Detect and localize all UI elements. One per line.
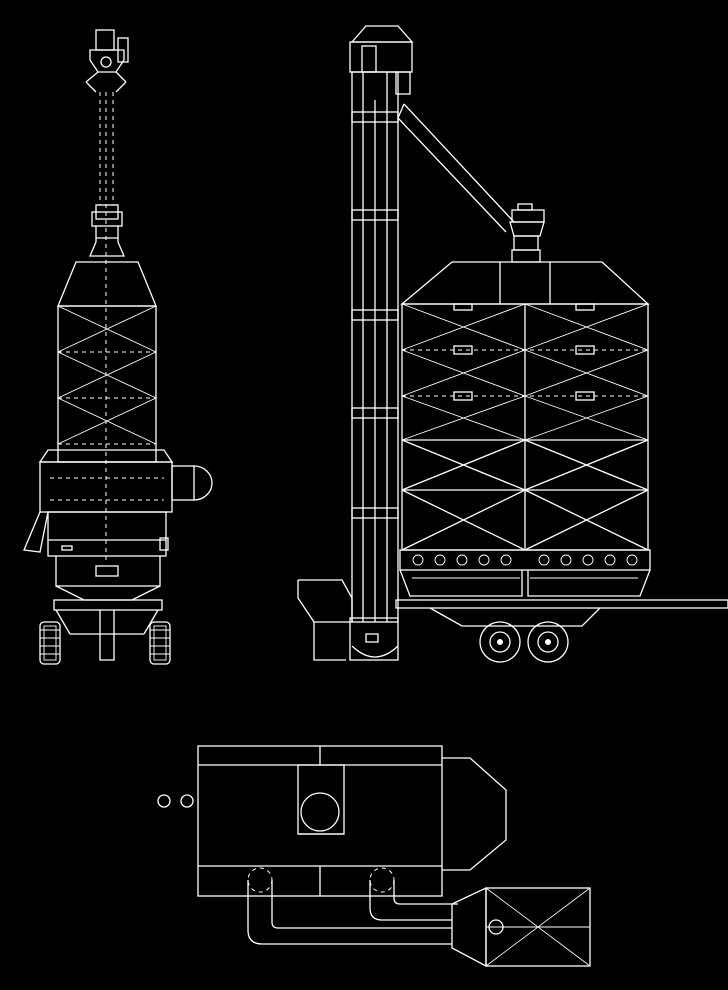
metering-rolls — [412, 554, 638, 566]
front-view — [23, 29, 213, 665]
top-view — [157, 745, 591, 968]
side-view — [297, 25, 728, 663]
